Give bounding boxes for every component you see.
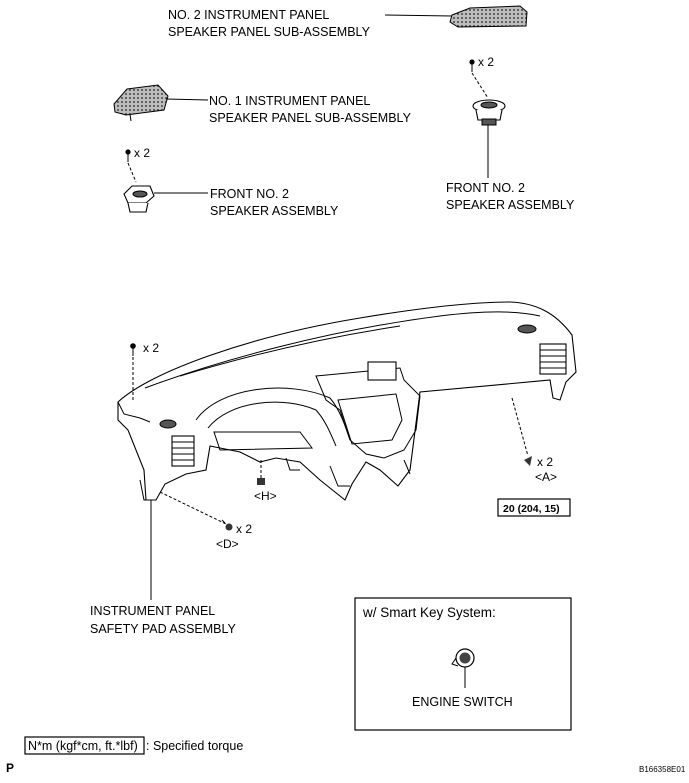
clip-d-qty: x 2 (236, 522, 252, 536)
safety-pad-label-line1: INSTRUMENT PANEL (90, 604, 215, 618)
front-speaker-left-label-line2: SPEAKER ASSEMBLY (210, 204, 339, 218)
screw-icon (469, 59, 475, 72)
inset-title: w/ Smart Key System: (362, 605, 496, 620)
no2-speaker-panel-label-line1: NO. 2 INSTRUMENT PANEL (168, 8, 329, 22)
screw-icon (125, 149, 131, 162)
clip-h-icon (257, 478, 265, 485)
torque-legend-box (24, 736, 145, 755)
no1-speaker-panel-label-line1: NO. 1 INSTRUMENT PANEL (209, 94, 370, 108)
no2-speaker-panel-label-line2: SPEAKER PANEL SUB-ASSEMBLY (168, 25, 371, 39)
corner-letter: P (6, 761, 14, 775)
clip-a-qty: x 2 (537, 455, 553, 469)
clip-a-leader (511, 397, 529, 457)
no2-speaker-panel-part (449, 5, 528, 28)
engine-switch-icon (451, 648, 475, 668)
callout-a: <A> (535, 470, 557, 484)
callout-h: <H> (254, 489, 277, 503)
leader-no1-speaker-panel (165, 98, 209, 101)
clip-a-icon (524, 456, 532, 466)
clip-d-leader (159, 491, 227, 525)
front-no2-speaker-left-part (123, 185, 155, 213)
clip-d-icon (221, 519, 233, 531)
torque-value-box (497, 498, 571, 517)
no1-speaker-panel-part (113, 84, 169, 122)
screw-leader-right (471, 72, 489, 99)
front-no2-speaker-right-part (472, 99, 506, 126)
figure-code: B166358E01 (639, 765, 686, 774)
screw-no1-speaker-qty: x 2 (134, 146, 150, 160)
front-speaker-right-label-line2: SPEAKER ASSEMBLY (446, 198, 575, 212)
screw-no2-speaker-qty: x 2 (478, 55, 494, 69)
torque-legend-text: : Specified torque (146, 739, 243, 753)
torque-value: 20 (204, 15) (503, 503, 560, 515)
front-speaker-right-label-line1: FRONT NO. 2 (446, 181, 525, 195)
instrument-panel-safety-pad-part (117, 301, 577, 501)
engine-switch-label: ENGINE SWITCH (412, 695, 513, 709)
torque-legend-units: N*m (kgf*cm, ft.*lbf) (28, 739, 138, 753)
no1-speaker-panel-label-line2: SPEAKER PANEL SUB-ASSEMBLY (209, 111, 412, 125)
front-speaker-left-label-line1: FRONT NO. 2 (210, 187, 289, 201)
screw-icon (130, 343, 136, 356)
callout-d: <D> (216, 537, 239, 551)
screw-leader-left (127, 162, 137, 183)
safety-pad-label-line2: SAFETY PAD ASSEMBLY (90, 622, 237, 636)
leader-no2-speaker-panel (384, 14, 453, 17)
screw-pad-top-qty: x 2 (143, 341, 159, 355)
